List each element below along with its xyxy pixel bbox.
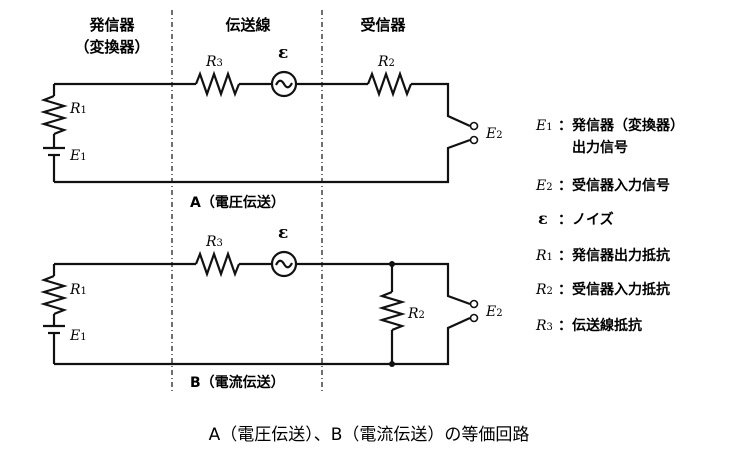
noise-wave-icon [275, 79, 293, 89]
r2-resistor-b [378, 290, 406, 332]
legend-text: ：ノイズ [558, 211, 614, 228]
header-receiver: 受信器 [360, 16, 406, 34]
legend-text: 出力信号 [572, 139, 628, 156]
label-e2-b: E2 [485, 304, 503, 320]
figure-caption: A（電圧伝送）、B（電流伝送）の等価回路 [209, 425, 530, 445]
legend-key: ε [538, 209, 548, 228]
terminal-top-b [469, 299, 479, 309]
legend-text: ：受信器入力信号 [558, 177, 670, 194]
junction-dot [389, 361, 395, 367]
r1-resistor-a [40, 94, 68, 136]
label-e2-a: E2 [485, 126, 503, 142]
label-e1-b: E1 [69, 328, 87, 344]
wire [54, 316, 471, 366]
wire [411, 82, 471, 128]
noise-wave-icon [275, 259, 293, 269]
terminal-top-a [469, 121, 479, 131]
legend-key: R1 [535, 248, 553, 264]
label-r3-a: R3 [205, 54, 223, 70]
r1-resistor-b [40, 274, 68, 316]
mode-a-label: A（電圧伝送） [190, 194, 285, 211]
wire [54, 138, 471, 184]
r2-resistor-a [366, 70, 413, 98]
legend-text: ：伝送線抵抗 [558, 317, 642, 334]
header-sender: 発信器 [88, 16, 135, 34]
label-r2-b: R2 [407, 306, 425, 322]
legend: E1 ：発信器（変換器） 出力信号 E2 ：受信器入力信号 ε ：ノイズ R1 … [535, 117, 684, 334]
header-sender-sub: （変換器） [74, 38, 149, 56]
circuit-b [40, 250, 479, 367]
legend-key: R3 [535, 318, 553, 334]
mode-b-label: B（電流伝送） [190, 374, 285, 391]
label-r1-b: R1 [69, 282, 87, 298]
label-e1-a: E1 [69, 148, 87, 164]
circuit-a [40, 70, 479, 184]
label-r2-a: R2 [377, 54, 395, 70]
label-r3-b: R3 [205, 234, 223, 250]
label-noise-a: ε [278, 43, 288, 63]
header-line: 伝送線 [225, 16, 270, 34]
terminal-bottom-b [469, 313, 479, 323]
wire [296, 262, 471, 306]
legend-key: R2 [535, 282, 553, 298]
r3-resistor-b [194, 250, 241, 278]
legend-text: ：発信器出力抵抗 [558, 247, 670, 264]
label-noise-b: ε [278, 223, 288, 243]
legend-text: ：発信器（変換器） [558, 117, 684, 134]
r3-resistor-a [194, 70, 241, 98]
junction-dot [389, 261, 395, 267]
legend-key: E1 [535, 118, 553, 134]
label-r1-a: R1 [69, 101, 87, 117]
legend-key: E2 [535, 178, 553, 194]
legend-text: ：受信器入力抵抗 [558, 281, 670, 298]
terminal-bottom-a [469, 135, 479, 145]
